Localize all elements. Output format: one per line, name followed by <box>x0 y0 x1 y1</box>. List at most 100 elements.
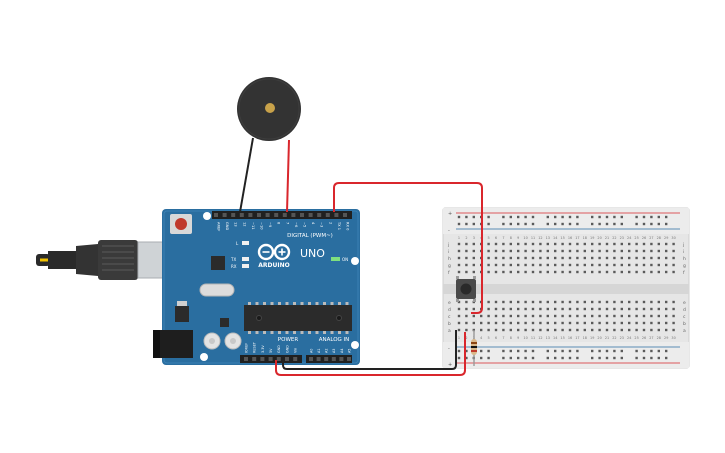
breadboard-hole[interactable] <box>568 263 572 267</box>
breadboard-hole[interactable] <box>524 314 527 318</box>
breadboard-hole[interactable] <box>613 328 616 332</box>
header-hole[interactable] <box>316 357 321 361</box>
breadboard-hole[interactable] <box>546 270 549 274</box>
breadboard-hole[interactable] <box>628 307 631 311</box>
breadboard-hole[interactable] <box>465 356 468 360</box>
breadboard-hole[interactable] <box>531 349 535 353</box>
breadboard-hole[interactable] <box>613 222 616 226</box>
breadboard-hole[interactable] <box>457 349 461 353</box>
breadboard-hole[interactable] <box>576 215 579 219</box>
breadboard-hole[interactable] <box>561 215 564 219</box>
breadboard-hole[interactable] <box>620 307 623 311</box>
breadboard-hole[interactable] <box>517 263 520 267</box>
header-hole[interactable] <box>282 213 287 217</box>
breadboard-hole[interactable] <box>502 222 505 226</box>
breadboard-hole[interactable] <box>620 263 623 267</box>
breadboard-hole[interactable] <box>613 356 616 360</box>
breadboard-hole[interactable] <box>568 321 572 325</box>
header-hole[interactable] <box>325 213 330 217</box>
breadboard-hole[interactable] <box>524 242 527 246</box>
wire-5v[interactable] <box>275 332 466 376</box>
breadboard-hole[interactable] <box>465 242 468 246</box>
breadboard-hole[interactable] <box>598 222 601 226</box>
wire-pin2-button[interactable] <box>333 182 483 314</box>
breadboard-hole[interactable] <box>657 314 660 318</box>
breadboard-hole[interactable] <box>657 300 660 304</box>
breadboard-hole[interactable] <box>657 270 660 274</box>
breadboard-hole[interactable] <box>650 328 653 332</box>
breadboard-hole[interactable] <box>531 314 535 318</box>
breadboard-hole[interactable] <box>642 215 646 219</box>
breadboard-hole[interactable] <box>554 314 557 318</box>
breadboard-hole[interactable] <box>605 356 609 360</box>
breadboard-hole[interactable] <box>487 249 490 253</box>
breadboard-hole[interactable] <box>465 300 468 304</box>
breadboard-hole[interactable] <box>665 314 668 318</box>
breadboard-hole[interactable] <box>583 307 586 311</box>
breadboard-hole[interactable] <box>517 256 520 260</box>
breadboard-hole[interactable] <box>561 307 564 311</box>
breadboard-hole[interactable] <box>657 242 660 246</box>
breadboard-hole[interactable] <box>642 242 646 246</box>
wire-buzzer-gnd[interactable] <box>239 137 254 213</box>
breadboard-hole[interactable] <box>561 263 564 267</box>
breadboard-hole[interactable] <box>480 321 483 325</box>
breadboard-hole[interactable] <box>531 249 535 253</box>
breadboard-hole[interactable] <box>539 328 542 332</box>
breadboard-hole[interactable] <box>583 263 586 267</box>
breadboard-hole[interactable] <box>457 263 461 267</box>
wire-buzzer-pin8[interactable] <box>286 139 290 213</box>
breadboard-hole[interactable] <box>620 300 623 304</box>
breadboard-hole[interactable] <box>620 242 623 246</box>
breadboard-hole[interactable] <box>494 270 498 274</box>
breadboard-hole[interactable] <box>598 215 601 219</box>
breadboard-hole[interactable] <box>620 256 623 260</box>
breadboard-hole[interactable] <box>502 256 505 260</box>
breadboard-hole[interactable] <box>494 300 498 304</box>
breadboard-hole[interactable] <box>642 300 646 304</box>
breadboard-hole[interactable] <box>657 349 660 353</box>
breadboard-hole[interactable] <box>657 307 660 311</box>
breadboard-hole[interactable] <box>465 222 468 226</box>
header-hole[interactable] <box>308 213 313 217</box>
breadboard-hole[interactable] <box>598 249 601 253</box>
breadboard-hole[interactable] <box>546 222 549 226</box>
breadboard-hole[interactable] <box>465 270 468 274</box>
breadboard-hole[interactable] <box>672 256 675 260</box>
breadboard-hole[interactable] <box>591 270 594 274</box>
breadboard-hole[interactable] <box>524 256 527 260</box>
push-button-cap[interactable] <box>460 283 472 295</box>
breadboard-hole[interactable] <box>672 307 675 311</box>
breadboard-hole[interactable] <box>509 356 512 360</box>
breadboard-hole[interactable] <box>502 242 505 246</box>
breadboard-hole[interactable] <box>561 328 564 332</box>
breadboard-hole[interactable] <box>539 321 542 325</box>
breadboard-hole[interactable] <box>650 300 653 304</box>
breadboard-hole[interactable] <box>598 242 601 246</box>
header-hole[interactable] <box>248 213 253 217</box>
breadboard-hole[interactable] <box>665 321 668 325</box>
breadboard-hole[interactable] <box>576 256 579 260</box>
breadboard-hole[interactable] <box>487 307 490 311</box>
breadboard-hole[interactable] <box>605 249 609 253</box>
breadboard-hole[interactable] <box>665 356 668 360</box>
breadboard-hole[interactable] <box>591 256 594 260</box>
breadboard-hole[interactable] <box>642 249 646 253</box>
breadboard-hole[interactable] <box>568 215 572 219</box>
breadboard-hole[interactable] <box>628 270 631 274</box>
header-hole[interactable] <box>291 213 296 217</box>
breadboard-hole[interactable] <box>517 321 520 325</box>
header-hole[interactable] <box>300 213 304 217</box>
breadboard-hole[interactable] <box>457 222 461 226</box>
breadboard-hole[interactable] <box>583 242 586 246</box>
breadboard-hole[interactable] <box>605 242 609 246</box>
breadboard-hole[interactable] <box>509 222 512 226</box>
breadboard-hole[interactable] <box>480 356 483 360</box>
breadboard-hole[interactable] <box>583 300 586 304</box>
breadboard-hole[interactable] <box>457 314 461 318</box>
piezo-buzzer[interactable] <box>237 77 301 141</box>
breadboard-hole[interactable] <box>524 356 527 360</box>
breadboard-hole[interactable] <box>591 300 594 304</box>
breadboard-hole[interactable] <box>672 328 675 332</box>
